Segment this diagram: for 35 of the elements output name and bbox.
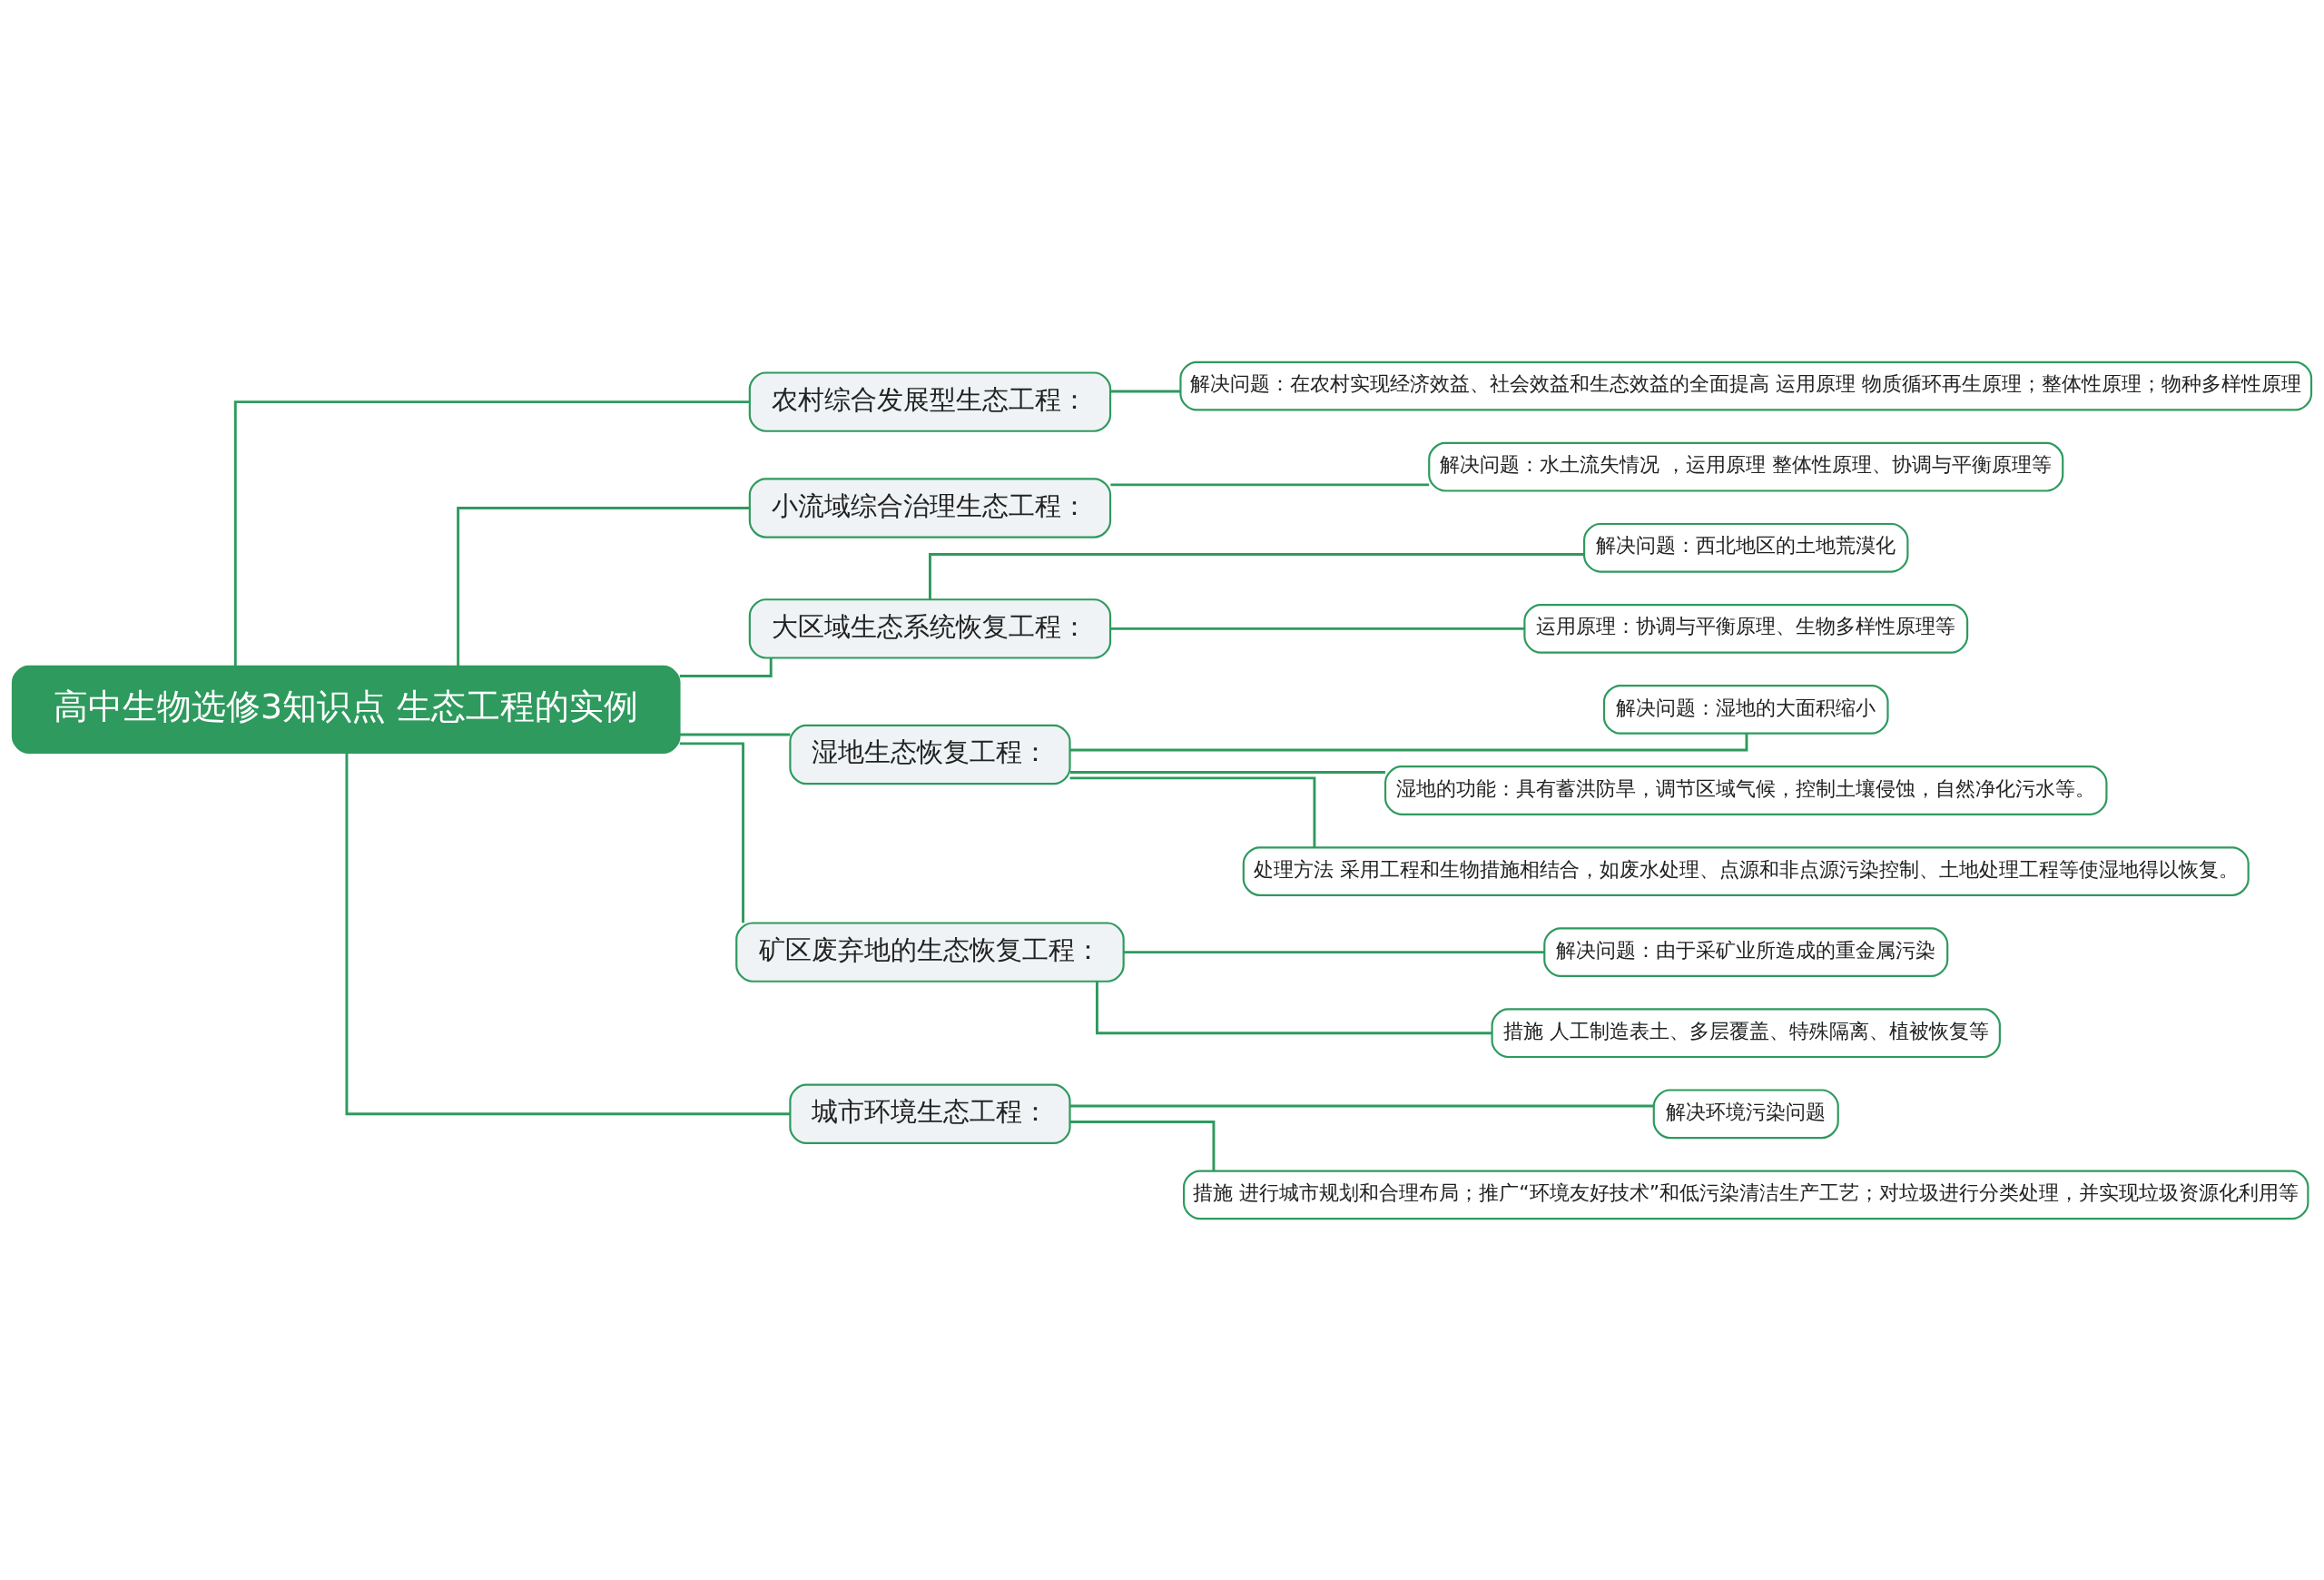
- connector: [457, 506, 750, 667]
- node-box: 小流域综合治理生态工程：: [748, 477, 1112, 538]
- connector: [1069, 770, 1385, 774]
- connector: [233, 400, 750, 667]
- connector: [679, 732, 791, 736]
- connector: [679, 657, 773, 677]
- node-box: 湿地生态恢复工程：: [789, 724, 1071, 785]
- connector: [679, 741, 744, 923]
- node-box: 农村综合发展型生态工程：: [748, 370, 1112, 432]
- node-box: 解决问题：西北地区的土地荒漠化: [1583, 522, 1909, 573]
- node-box: 解决问题：湿地的大面积缩小: [1602, 684, 1889, 735]
- node-box: 解决环境污染问题: [1652, 1088, 1839, 1139]
- node-box: 大区域生态系统恢复工程：: [748, 597, 1112, 659]
- connector: [1110, 627, 1525, 630]
- node-box: 运用原理：协调与平衡原理、生物多样性原理等: [1523, 603, 1969, 654]
- node-box: 解决问题：由于采矿业所造成的重金属污染: [1543, 926, 1949, 977]
- connector: [1069, 775, 1316, 847]
- node-box: 措施 进行城市规划和合理布局；推广“环境友好技术”和低污染清洁生产工艺；对垃圾进行分类处理，并实现垃圾资源化利用等: [1183, 1170, 2309, 1220]
- connector: [345, 752, 791, 1115]
- node-box: 城市环境生态工程：: [789, 1083, 1071, 1144]
- node-box: 解决问题：在农村实现经济效益、社会效益和生态效益的全面提高 运用原理 物质循环再生原理；整体性原理；物种多样性原理: [1179, 360, 2313, 410]
- connector: [1069, 1120, 1216, 1171]
- connector: [1069, 733, 1748, 751]
- connector: [1124, 950, 1545, 953]
- connector: [1069, 1104, 1654, 1107]
- connector: [1096, 981, 1492, 1034]
- node-box: 措施 人工制造表土、多层覆盖、特殊隔离、植被恢复等: [1491, 1007, 2001, 1058]
- connector: [1110, 482, 1430, 486]
- node-box: 矿区废弃地的生态恢复工程：: [735, 921, 1125, 983]
- connector: [1110, 390, 1181, 392]
- node-box: 处理方法 采用工程和生物措施相结合，如废水处理、点源和非点源污染控制、土地处理工程等使湿地得以恢复。: [1242, 845, 2250, 896]
- node-box: 湿地的功能：具有蓄洪防旱，调节区域气候，控制土壤侵蚀，自然净化污水等。: [1384, 765, 2108, 815]
- node-box: 高中生物选修3知识点 生态工程的实例: [11, 665, 681, 754]
- connector: [929, 552, 1584, 599]
- node-box: 解决问题：水土流失情况 ，运用原理 整体性原理、协调与平衡原理等: [1428, 441, 2064, 492]
